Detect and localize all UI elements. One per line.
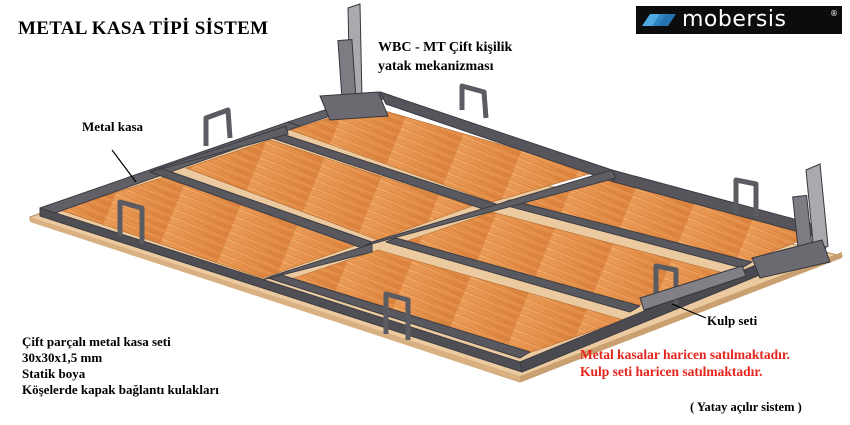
- handle-label: Kulp seti: [707, 313, 758, 328]
- spec-item: Çift parçalı metal kasa seti: [22, 334, 171, 349]
- frame-label: Metal kasa: [82, 119, 144, 134]
- sales-notes: Metal kasalar haricen satılmaktadır. Kul…: [580, 346, 790, 380]
- mobersis-logo: mobersis ®: [636, 6, 842, 34]
- page-title: METAL KASA TİPİ SİSTEM: [18, 18, 269, 39]
- mechanism-label: WBC - MT Çift kişilik yatak mekanizması: [378, 38, 512, 76]
- wood-panels: [59, 105, 813, 357]
- spec-item: Köşelerde kapak bağlantı kulakları: [22, 382, 219, 397]
- system-type: ( Yatay açılır sistem ): [690, 400, 802, 414]
- leader-lines: [111, 149, 707, 319]
- spec-item: Statik boya: [22, 366, 86, 381]
- mechanism-label-line2: yatak mekanizması: [378, 59, 494, 74]
- spec-list: Çift parçalı metal kasa seti 30x30x1,5 m…: [22, 334, 219, 398]
- note-item: Metal kasalar haricen satılmaktadır.: [580, 347, 790, 362]
- logo-mark-icon: [642, 14, 676, 26]
- handle-brackets: [117, 83, 759, 340]
- mechanism-label-line1: WBC - MT Çift kişilik: [378, 40, 513, 55]
- logo-wordmark: mobersis: [682, 7, 787, 32]
- note-item: Kulp seti haricen satılmaktadır.: [580, 364, 763, 379]
- spec-item: 30x30x1,5 mm: [22, 350, 103, 365]
- logo-registered-mark: ®: [830, 9, 838, 18]
- lift-mechanism: [319, 3, 831, 311]
